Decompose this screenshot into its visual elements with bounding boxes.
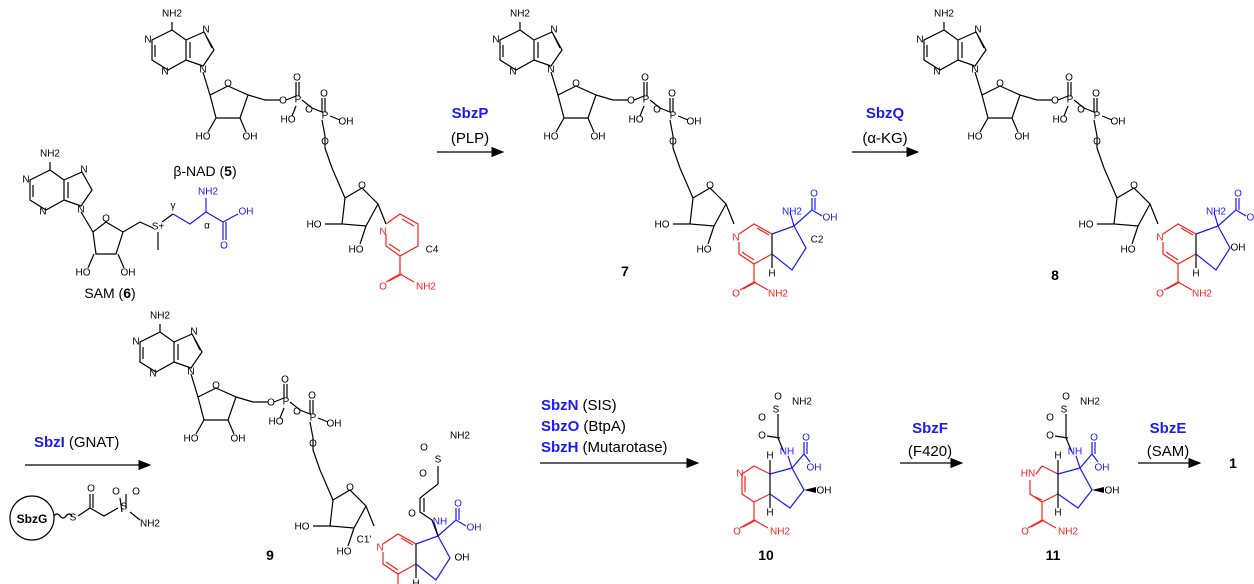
- atom-label: S: [1061, 405, 1068, 416]
- atom-label: S: [121, 502, 128, 513]
- atom-label: O: [758, 431, 766, 442]
- atom-label: S+: [152, 222, 165, 233]
- enzyme-label: SbzP: [452, 105, 489, 122]
- atom-label: NH2: [782, 207, 802, 218]
- atom-label: N: [39, 207, 46, 218]
- sam-label: SAM (6): [84, 285, 135, 301]
- atom-label: NH2: [1206, 207, 1226, 218]
- atom-label: OH: [1095, 463, 1110, 474]
- atom-label: O: [802, 433, 810, 444]
- atom-label: NH2: [770, 527, 790, 538]
- atom-label: NH: [433, 517, 447, 528]
- atom-label: H: [1054, 508, 1061, 519]
- atom-label: O: [1062, 392, 1070, 403]
- cofactor-label: (α-KG): [862, 130, 907, 147]
- atom-label: O: [419, 469, 427, 480]
- cofactor-label: (SAM): [1147, 443, 1190, 460]
- atom-label: OH: [121, 268, 136, 279]
- atom-label: NH2: [198, 187, 218, 198]
- enzyme-label: SbzQ: [866, 105, 905, 122]
- compound-7-label: 7: [621, 263, 629, 279]
- atom-label: HO: [76, 268, 91, 279]
- step-sbzi: SbzI(GNAT) SbzG S O S O O NH2: [9, 434, 160, 541]
- nad-label: β-NAD (5): [173, 163, 236, 179]
- compound-11-label: 11: [1046, 547, 1061, 563]
- atom-label: NH2: [40, 149, 60, 160]
- atom-label: OH: [817, 486, 832, 497]
- atom-label: O: [102, 214, 110, 225]
- compound-9-label: 9: [266, 547, 274, 563]
- atom-label: OH: [1105, 486, 1120, 497]
- atom-label: NH: [780, 447, 794, 458]
- step-sbzn-label: SbzN(SIS): [541, 397, 617, 414]
- atom-label: O: [132, 487, 140, 498]
- step-sbzi-label: SbzI(GNAT): [34, 434, 119, 451]
- compound-10-label: 10: [758, 547, 774, 563]
- atom-label: O: [758, 413, 766, 424]
- compound-9-structure: NH O S O O NH2 OH C1': [131, 310, 483, 584]
- atom-label: N: [736, 469, 743, 480]
- compound-7-structure: NH2 C2: [491, 8, 839, 301]
- atom-label: S: [70, 513, 77, 524]
- step-sbze: SbzE (SAM) 1: [1138, 420, 1237, 471]
- atom-label: O: [87, 484, 95, 495]
- enzyme-label: SbzE: [1150, 420, 1187, 437]
- atom-label: NH: [1068, 447, 1082, 458]
- step-sbznoh: SbzN(SIS) SbzO(BtpA) SbzH(Mutarotase): [540, 397, 700, 469]
- atom-label: N: [22, 175, 29, 186]
- alpha-label: α: [204, 221, 210, 232]
- step-sbzf: SbzF (F420): [900, 420, 964, 469]
- step-sbzp: SbzP (PLP): [437, 105, 505, 158]
- atom-label: O: [1021, 527, 1029, 538]
- atom-label: O: [379, 282, 387, 293]
- atom-label: NH2: [450, 431, 470, 442]
- atom-label: OH: [455, 553, 470, 564]
- atom-label: N: [80, 165, 87, 176]
- atom-label: OH: [239, 207, 254, 218]
- atom-label: NH2: [1080, 397, 1100, 408]
- sam-structure: NH2 N N N N O S+ HO OH γ NH2 O OH α: [22, 149, 253, 279]
- atom-label: NH2: [792, 397, 812, 408]
- cofactor-label: (F420): [908, 443, 952, 460]
- atom-label: O: [220, 241, 228, 252]
- atom-label: N: [77, 205, 84, 216]
- gamma-label: γ: [171, 201, 176, 212]
- cofactor-label: (PLP): [451, 130, 489, 147]
- atom-label: N: [379, 227, 386, 238]
- atom-label: O: [112, 487, 120, 498]
- c4-label: C4: [426, 245, 439, 256]
- atom-label: O: [1046, 413, 1054, 424]
- atom-label: S: [773, 405, 780, 416]
- step-sbzq: SbzQ (α-KG): [852, 105, 920, 158]
- atom-label: H: [766, 451, 773, 462]
- atom-label: O: [733, 527, 741, 538]
- atom-label: O: [1046, 431, 1054, 442]
- atom-label: O: [420, 443, 428, 454]
- atom-label: H: [1054, 451, 1061, 462]
- sbzg-label: SbzG: [17, 512, 48, 526]
- atom-label: O: [408, 509, 416, 520]
- compound-11-structure: HN O NH2 H H O S O O NH2 NH O OH OH: [1021, 392, 1120, 538]
- nad-structure: N O NH2 C4 β-NAD (5): [143, 8, 439, 293]
- step-sbzo-label: SbzO(BtpA): [541, 418, 626, 435]
- compound-8-label: 8: [1051, 267, 1059, 283]
- c1-prime-label: C1': [357, 535, 372, 546]
- c2-label: C2: [811, 235, 824, 246]
- atom-label: NH2: [1058, 527, 1078, 538]
- enzyme-label: SbzF: [912, 420, 948, 437]
- atom-label: NH2: [140, 519, 160, 530]
- atom-label: OH: [807, 463, 822, 474]
- step-sbzh-label: SbzH(Mutarotase): [541, 439, 668, 456]
- atom-label: OH: [1231, 243, 1246, 254]
- atom-label: O: [774, 392, 782, 403]
- atom-label: HN: [1021, 469, 1035, 480]
- atom-label: H: [766, 508, 773, 519]
- compound-10-structure: N O NH2 H H O S O O NH2 NH O OH OH: [733, 392, 831, 538]
- compound-8-structure: NH2 OH: [915, 8, 1254, 301]
- atom-label: O: [1090, 433, 1098, 444]
- atom-label: S: [435, 455, 442, 466]
- atom-label: NH2: [416, 282, 436, 293]
- compound-1-label: 1: [1229, 455, 1237, 471]
- sbzg-protein-circle: [9, 495, 55, 541]
